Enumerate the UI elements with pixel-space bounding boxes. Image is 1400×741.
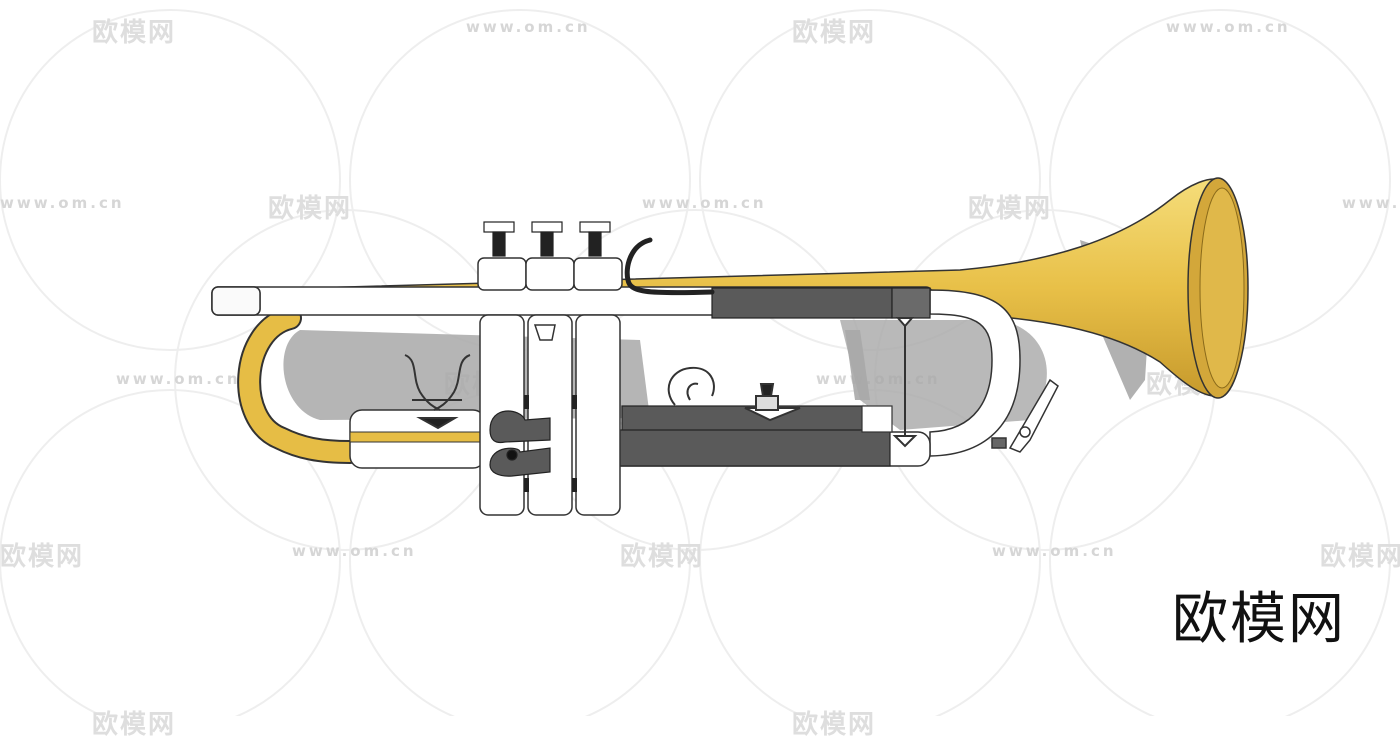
knuckle-connectors (489, 410, 551, 477)
watermark-logo: 欧模网 (0, 542, 85, 572)
mouthpiece (211, 286, 261, 316)
brand-mark: 欧模网 (1172, 587, 1346, 652)
lyre-holder (404, 354, 471, 430)
grip-sleeve (711, 287, 893, 319)
watermark-logo: 欧模网 (92, 18, 177, 48)
watermark-url: www.om.cn (992, 542, 1117, 560)
lower-slides (349, 405, 931, 469)
watermark-url: www.om.cn (1342, 194, 1400, 212)
brace-rod (892, 317, 918, 448)
watermark-url: www.om.cn (1166, 18, 1291, 36)
watermark-url: www.om.cn (292, 542, 417, 560)
valve-buttons (483, 221, 611, 257)
trumpet-illustration (211, 177, 1249, 516)
watermark-logo: 欧模网 (268, 194, 353, 224)
finger-hook (624, 237, 715, 296)
watermark-url: www.om.cn (642, 194, 767, 212)
watermark-url: www.om.cn (0, 194, 125, 212)
render-canvas: 欧模网 www.om.cn 欧模网 www.om.cn www.om.cn 欧模… (0, 9, 1400, 740)
watermark-logo: 欧模网 (792, 18, 877, 48)
watermark-logo: 欧模网 (1320, 542, 1400, 572)
valve-ports (524, 395, 577, 492)
watermark-logo: 欧模网 (968, 194, 1053, 224)
grip-sleeve (891, 287, 931, 319)
watermark-url: www.om.cn (466, 18, 591, 36)
slide-ring (667, 366, 801, 422)
watermark-logo: 欧模网 (620, 542, 705, 572)
watermark-url: www.om.cn (116, 370, 241, 388)
water-key (991, 378, 1059, 453)
